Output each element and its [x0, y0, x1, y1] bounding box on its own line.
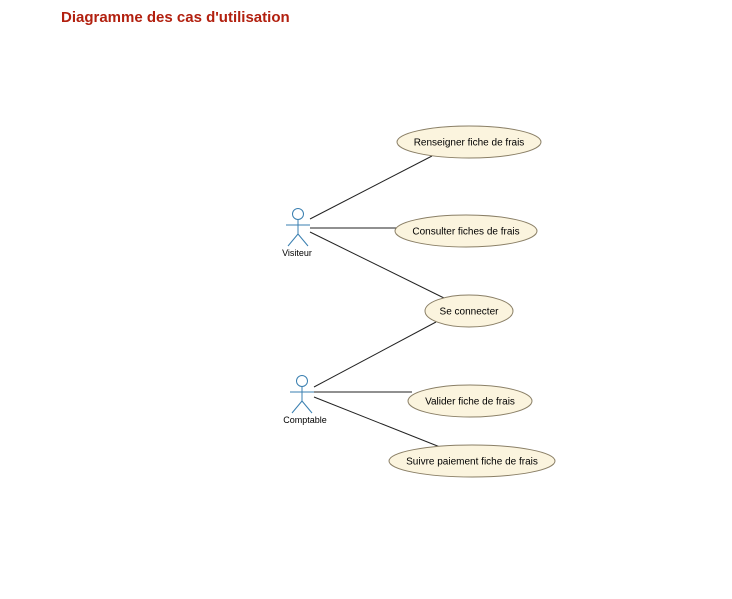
use-case-ellipse [407, 384, 533, 418]
stick-figure-icon [290, 375, 314, 414]
use-case-ellipse [424, 294, 514, 328]
use-case-renseigner[interactable]: Renseigner fiche de frais [396, 125, 542, 159]
actor-label: Comptable [283, 415, 327, 425]
association-comptable-connecter [313, 321, 437, 388]
use-case-ellipse [394, 214, 538, 248]
association-comptable-suivre [313, 396, 441, 448]
use-case-ellipse [388, 444, 556, 478]
use-case-label: Suivre paiement fiche de frais [406, 457, 538, 468]
actor-visiteur[interactable]: Visiteur [282, 208, 312, 259]
association-visiteur-renseigner [309, 155, 433, 220]
use-case-label: Consulter fiches de frais [412, 227, 519, 238]
use-case-label: Se connecter [440, 307, 500, 318]
use-case-valider[interactable]: Valider fiche de frais [407, 384, 533, 418]
page-title: Diagramme des cas d'utilisation [61, 9, 290, 26]
use-case-consulter[interactable]: Consulter fiches de frais [394, 214, 538, 248]
actor-comptable[interactable]: Comptable [283, 375, 327, 426]
stick-figure-icon [286, 208, 310, 247]
use-case-suivre[interactable]: Suivre paiement fiche de frais [388, 444, 556, 478]
use-case-label: Valider fiche de frais [425, 397, 515, 408]
use-case-label: Renseigner fiche de frais [414, 138, 525, 149]
actor-label: Visiteur [282, 248, 312, 258]
associations [309, 155, 447, 448]
use-case-ellipse [396, 125, 542, 159]
use-case-connecter[interactable]: Se connecter [424, 294, 514, 328]
association-visiteur-connecter [309, 231, 447, 300]
